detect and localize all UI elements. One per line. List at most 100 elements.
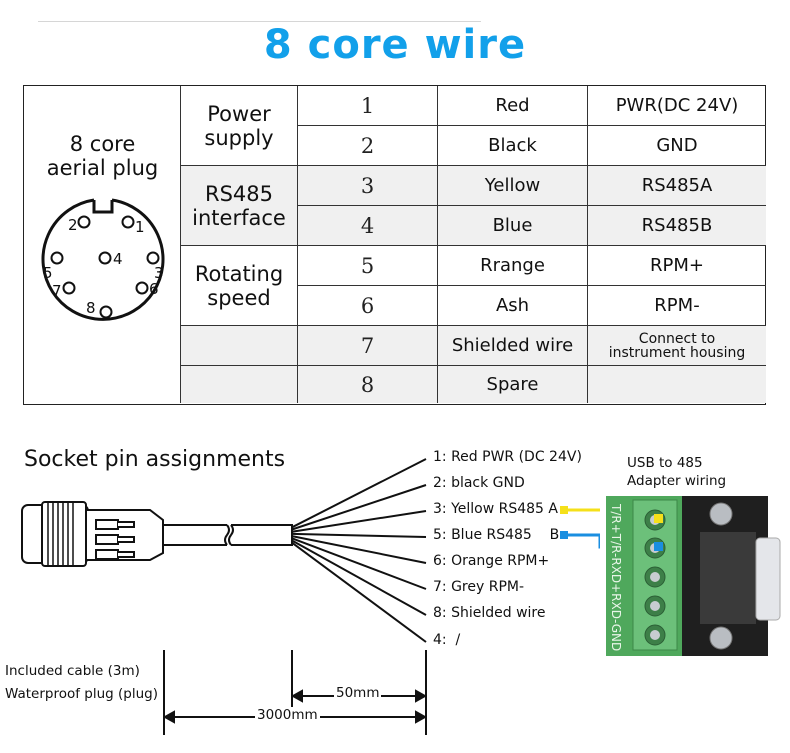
wire-color: Yellow [484, 175, 541, 196]
plug-title-line2: aerial plug [46, 156, 159, 180]
function-cell: RPM+ [588, 246, 766, 286]
wire-color: Spare [486, 374, 539, 395]
pin-number: 4 [360, 213, 375, 238]
wire-label: 6: Orange RPM+ [433, 553, 550, 569]
aerial-plug-diagram: 1 2 3 4 5 6 7 8 [41, 198, 165, 321]
pin-label-5: 5 [43, 264, 53, 282]
yellow-lead-end [560, 506, 568, 514]
adapter-label: USB to 485 Adapter wiring [627, 455, 727, 489]
wire-label: 3: Yellow RS485 A [433, 501, 558, 517]
group-empty-8 [181, 366, 298, 403]
blue-lead [565, 533, 600, 549]
function-cell: RS485B [588, 206, 766, 246]
wire-line [291, 510, 427, 533]
cable-diagram [21, 458, 600, 735]
function: RPM+ [650, 255, 704, 276]
blue-lead-end [560, 531, 568, 539]
wire-fanout [291, 458, 427, 643]
cable-icon [162, 524, 293, 546]
function: RS485A [641, 175, 713, 196]
function: RS485B [641, 215, 713, 236]
wire-color: Ash [495, 295, 530, 316]
pin-number: 7 [360, 333, 375, 358]
pin-label-3: 3 [154, 264, 164, 282]
plug-key-notch [92, 200, 114, 214]
wire-line [291, 532, 427, 538]
wire-line [291, 541, 427, 643]
plug-note: Waterproof plug (plug) [5, 686, 159, 702]
pin-hole-2 [77, 215, 91, 229]
pin-number-cell: 2 [298, 126, 438, 166]
wire-color-cell: Ash [438, 286, 588, 326]
pin-hole-7 [62, 281, 76, 295]
pin-label-7: 7 [52, 282, 62, 300]
wire-color-cell: Yellow [438, 166, 588, 206]
function: RPM- [654, 295, 700, 316]
pin-number-cell: 6 [298, 286, 438, 326]
wire-color: Black [488, 135, 537, 156]
pin-hole-1 [121, 215, 135, 229]
wire-color-cell: Shielded wire [438, 326, 588, 366]
plug-title-line1: 8 core [69, 132, 136, 156]
pin-hole-6 [135, 281, 149, 295]
function-cell: PWR(DC 24V) [588, 86, 766, 126]
yellow-lead [565, 508, 600, 512]
wire-line [291, 537, 427, 590]
pin-label-4: 4 [113, 250, 123, 268]
waterproof-plug-icon [21, 501, 164, 567]
wire-line [291, 535, 427, 564]
pin-number-cell: 4 [298, 206, 438, 246]
plug-outline [41, 198, 165, 321]
pin-table: 8 core aerial plug 1 2 3 4 5 [23, 85, 766, 405]
wire-line [291, 539, 427, 616]
function-line1: Connect to [638, 330, 716, 347]
wire-label: 7: Grey RPM- [433, 579, 525, 595]
plug-cell: 8 core aerial plug 1 2 3 4 5 [24, 86, 181, 403]
wire-color: Rrange [480, 255, 545, 276]
pin-number-cell: 8 [298, 366, 438, 403]
pin-number-cell: 7 [298, 326, 438, 366]
wire-label: 5: Blue RS485 B [433, 527, 560, 543]
db9-screw-top [709, 502, 733, 526]
pin-label-6: 6 [149, 280, 159, 298]
wire-color: Shielded wire [451, 335, 574, 356]
pin-label-2: 2 [68, 216, 78, 234]
pin-label-8: 8 [86, 299, 96, 317]
pin-label-1: 1 [135, 218, 145, 236]
wire-color-cell: Blue [438, 206, 588, 246]
pin-hole-8 [99, 305, 113, 319]
wire-color: Red [495, 95, 530, 116]
wire-color: Blue [492, 215, 533, 236]
wire-line [291, 458, 427, 529]
terminal-labels: T/R+T/R-RXD+RXD-GND [609, 503, 623, 651]
dimension-strip-length: 50mm [334, 685, 382, 701]
pin-number: 2 [360, 133, 375, 158]
wire-label: 1: Red PWR (DC 24V) [433, 449, 582, 465]
function: PWR(DC 24V) [615, 95, 739, 116]
rs485-leads [560, 506, 600, 549]
pin-number: 6 [360, 293, 375, 318]
pin-number-cell: 3 [298, 166, 438, 206]
pin-number: 8 [360, 372, 375, 397]
socket-title: Socket pin assignments [24, 447, 286, 472]
wire-color-cell: Spare [438, 366, 588, 403]
group-empty-7 [181, 326, 298, 366]
wire-label: 4: / [433, 632, 461, 648]
pin-hole-4 [98, 251, 112, 265]
wire-color-cell: Rrange [438, 246, 588, 286]
db9-screw-bottom [709, 626, 733, 650]
function-cell: RS485A [588, 166, 766, 206]
function: GND [656, 135, 698, 156]
plug-title: 8 core aerial plug [24, 132, 181, 180]
pin-number: 3 [360, 173, 375, 198]
function-cell: RPM- [588, 286, 766, 326]
wire-line [291, 484, 427, 531]
wire-label: 8: Shielded wire [433, 605, 546, 621]
function-cell: GND [588, 126, 766, 166]
pin-hole-3 [146, 251, 160, 265]
title-rule [38, 21, 481, 22]
